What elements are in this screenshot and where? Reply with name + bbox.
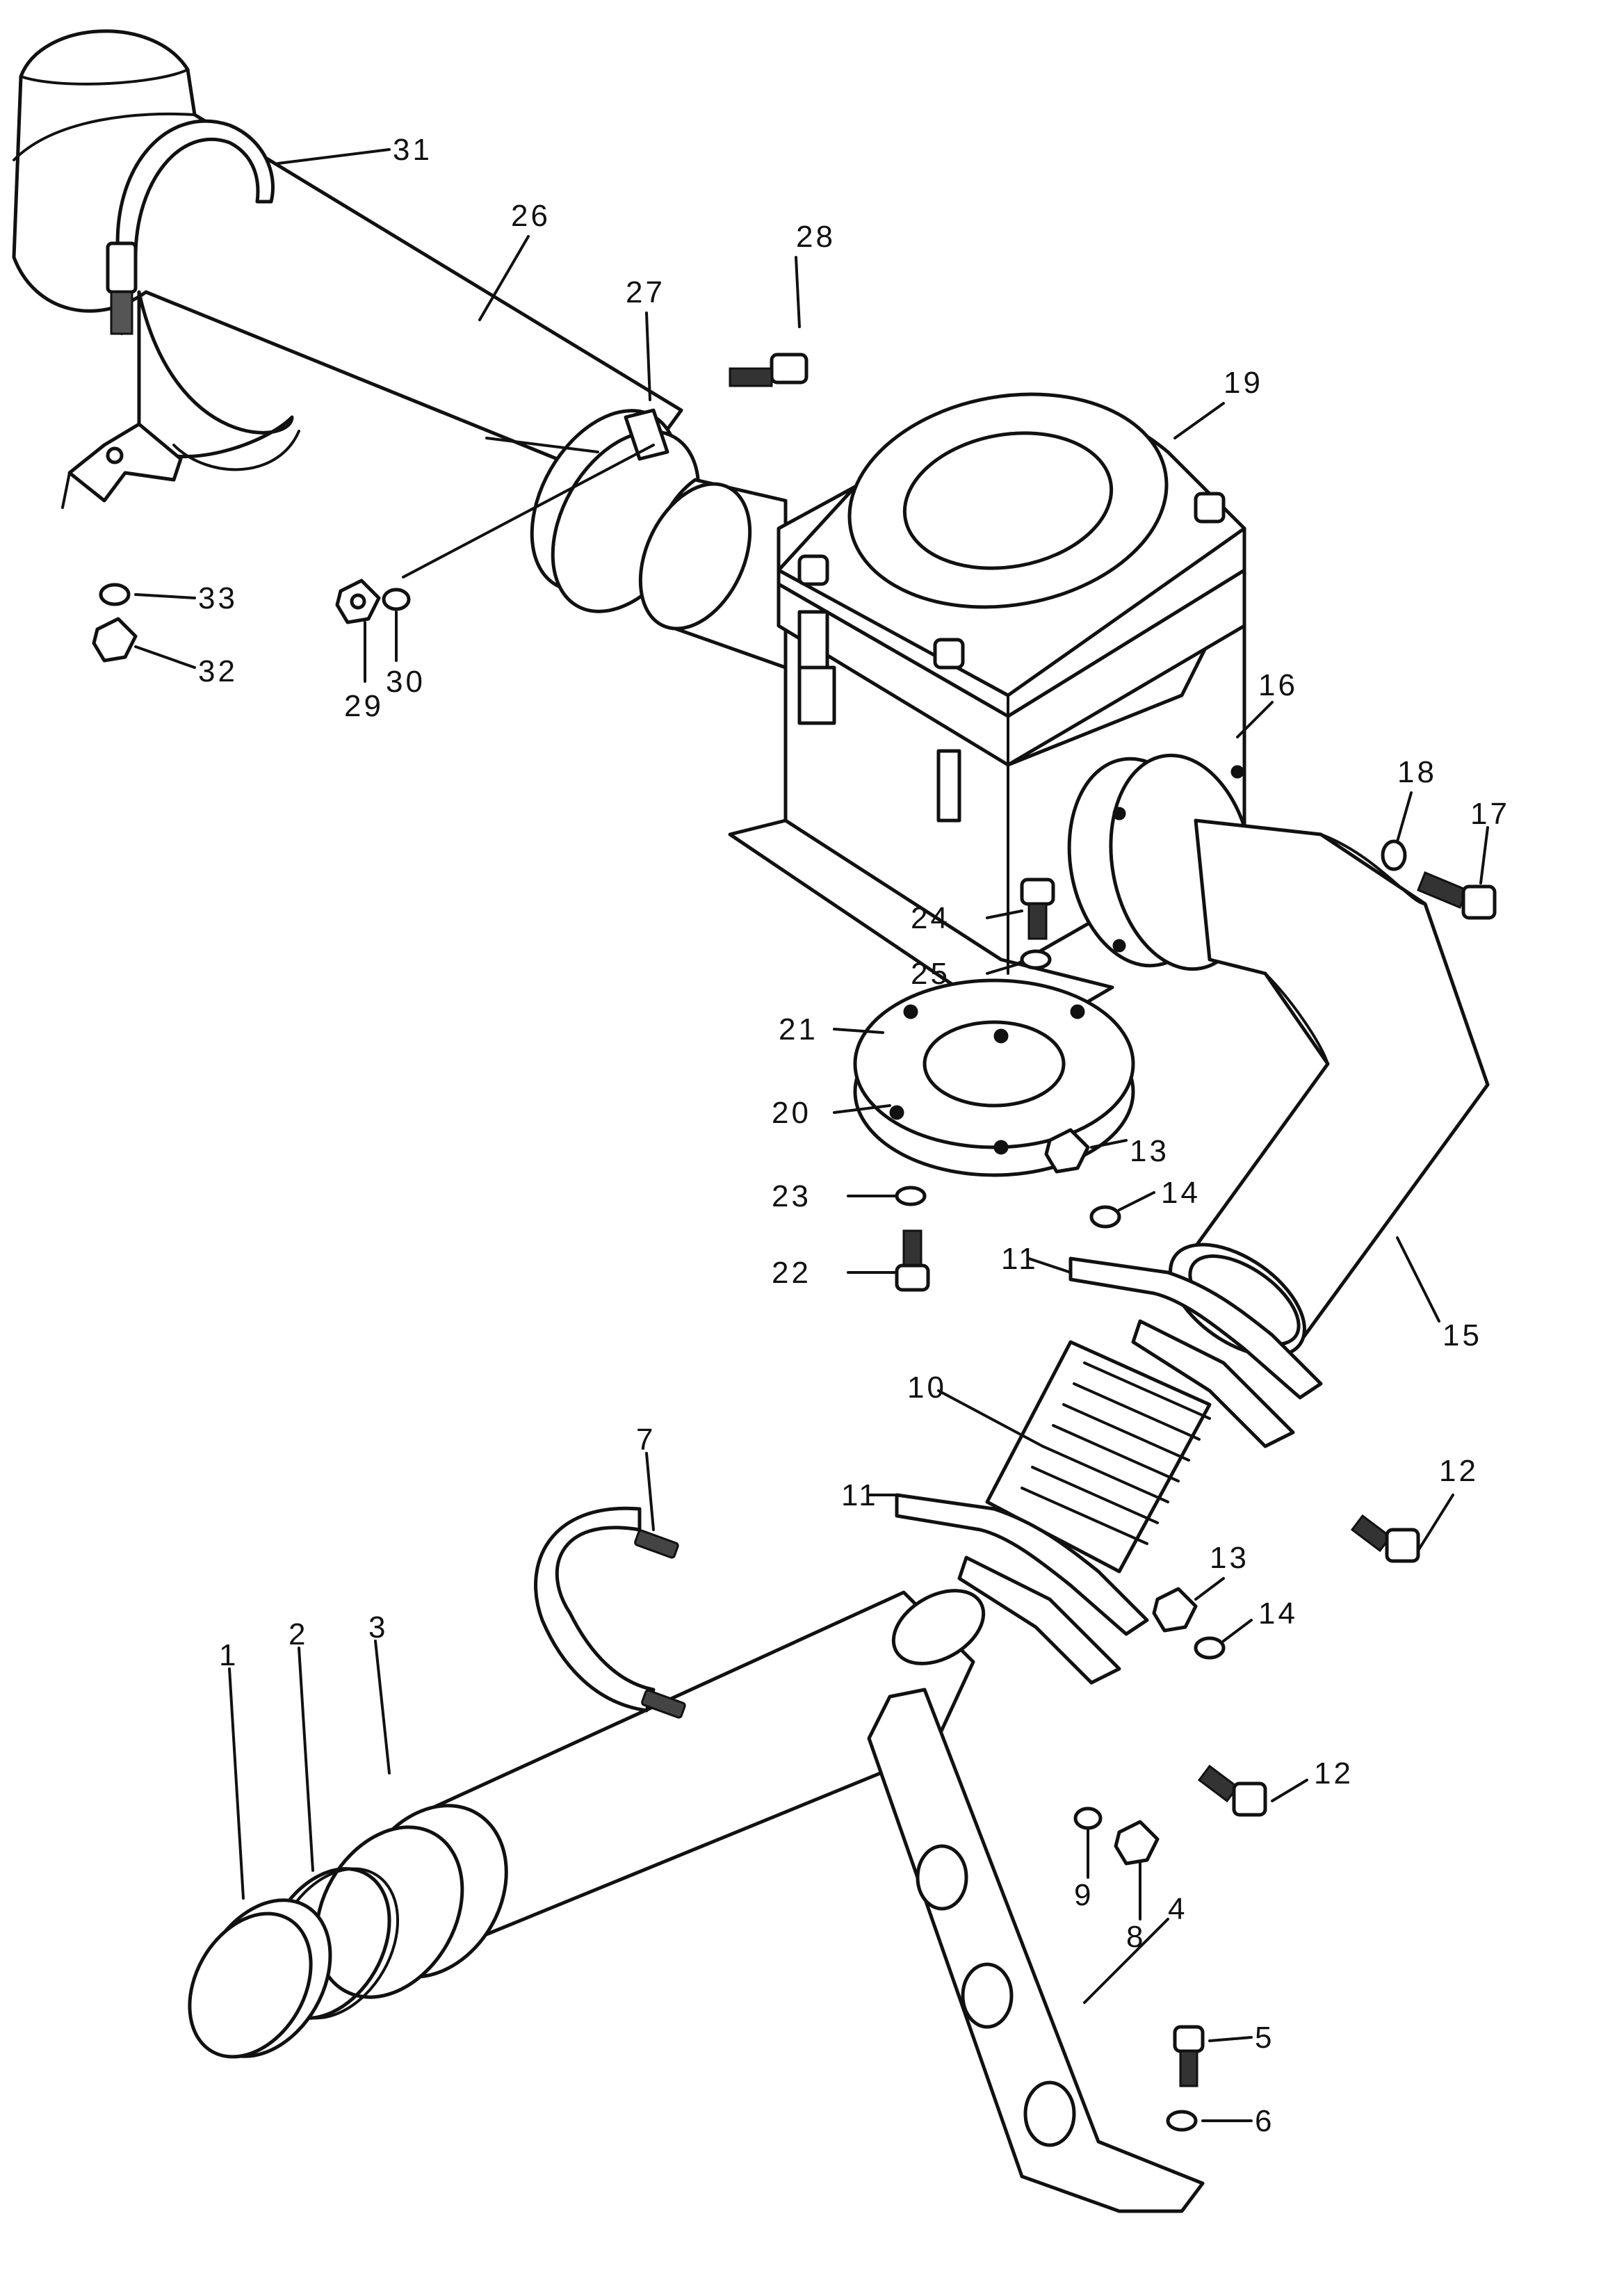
callout-15: 15 bbox=[1442, 1318, 1482, 1352]
callout-18: 18 bbox=[1397, 755, 1437, 789]
nut-8 bbox=[1114, 1820, 1160, 1866]
washer-30 bbox=[382, 588, 411, 611]
washer-25 bbox=[1020, 949, 1052, 970]
callout-27: 27 bbox=[626, 275, 665, 309]
nut-13-upper bbox=[1044, 1128, 1090, 1174]
callout-24: 24 bbox=[911, 901, 950, 935]
pipe-3 bbox=[314, 1589, 986, 1999]
callout-17: 17 bbox=[1470, 797, 1510, 831]
bracket-4 bbox=[867, 1688, 1205, 2213]
callout-19: 19 bbox=[1224, 366, 1263, 400]
callout-20: 20 bbox=[772, 1096, 811, 1130]
callout-11-lower: 11 bbox=[841, 1478, 879, 1512]
callout-29: 29 bbox=[344, 689, 384, 723]
bolt-22 bbox=[895, 1229, 930, 1292]
callout-25: 25 bbox=[911, 957, 950, 991]
clamp-31 bbox=[106, 119, 275, 335]
callout-26: 26 bbox=[511, 199, 551, 233]
callout-1: 1 bbox=[219, 1638, 238, 1672]
pipe-15 bbox=[1169, 818, 1490, 1358]
nut-32 bbox=[92, 617, 138, 663]
washer-9 bbox=[1073, 1806, 1103, 1830]
clamp-27 bbox=[485, 408, 701, 613]
callout-6: 6 bbox=[1255, 2104, 1274, 2138]
clamp-11-upper bbox=[1068, 1256, 1323, 1448]
callout-31: 31 bbox=[393, 133, 432, 167]
bolt-5 bbox=[1173, 2025, 1205, 2087]
bolt-12-upper bbox=[1350, 1514, 1420, 1563]
callout-33: 33 bbox=[198, 581, 238, 615]
callout-22: 22 bbox=[772, 1256, 811, 1290]
callout-10: 10 bbox=[907, 1371, 947, 1405]
callout-7: 7 bbox=[636, 1423, 656, 1457]
callout-30: 30 bbox=[386, 665, 425, 699]
callout-13-upper: 13 bbox=[1130, 1134, 1169, 1168]
callout-4: 4 bbox=[1168, 1892, 1187, 1926]
bolt-17 bbox=[1417, 871, 1497, 920]
nut-13-lower bbox=[1152, 1587, 1198, 1633]
callout-12-upper: 12 bbox=[1439, 1454, 1479, 1488]
washer-14-upper bbox=[1089, 1205, 1121, 1229]
washer-33 bbox=[99, 583, 131, 606]
callout-14-upper: 14 bbox=[1161, 1176, 1201, 1210]
nut-29 bbox=[335, 579, 381, 624]
u-bolt-7 bbox=[534, 1506, 686, 1719]
callout-9: 9 bbox=[1074, 1878, 1094, 1912]
leader-lines bbox=[134, 148, 1489, 2122]
callout-labels: 1 2 3 4 5 6 7 8 9 10 11 11 12 12 13 13 1… bbox=[198, 133, 1510, 2138]
callout-2: 2 bbox=[288, 1617, 308, 1651]
callout-14-lower: 14 bbox=[1258, 1596, 1298, 1631]
washer-14-lower bbox=[1194, 1636, 1226, 1660]
callout-11-upper: 11 bbox=[1001, 1242, 1039, 1276]
sleeve-1 bbox=[188, 1898, 332, 2059]
callout-32: 32 bbox=[198, 654, 238, 688]
callout-28: 28 bbox=[796, 220, 836, 254]
pipe-bracket bbox=[61, 422, 183, 509]
washer-6 bbox=[1166, 2110, 1198, 2132]
bolt-24 bbox=[1020, 878, 1055, 940]
callout-23: 23 bbox=[772, 1179, 811, 1213]
bolt-28 bbox=[729, 353, 808, 387]
callout-21: 21 bbox=[779, 1012, 818, 1046]
clamp-11-lower bbox=[895, 1493, 1149, 1685]
callout-3: 3 bbox=[368, 1610, 388, 1644]
callout-13-lower: 13 bbox=[1210, 1541, 1249, 1575]
callout-8: 8 bbox=[1126, 1920, 1146, 1954]
bolt-12-lower bbox=[1197, 1764, 1267, 1817]
washer-18 bbox=[1381, 839, 1407, 871]
callout-16: 16 bbox=[1258, 668, 1298, 702]
bellows-10 bbox=[985, 1340, 1212, 1574]
callout-5: 5 bbox=[1255, 2021, 1274, 2055]
washer-23 bbox=[895, 1186, 927, 1206]
callout-12-lower: 12 bbox=[1314, 1756, 1354, 1790]
